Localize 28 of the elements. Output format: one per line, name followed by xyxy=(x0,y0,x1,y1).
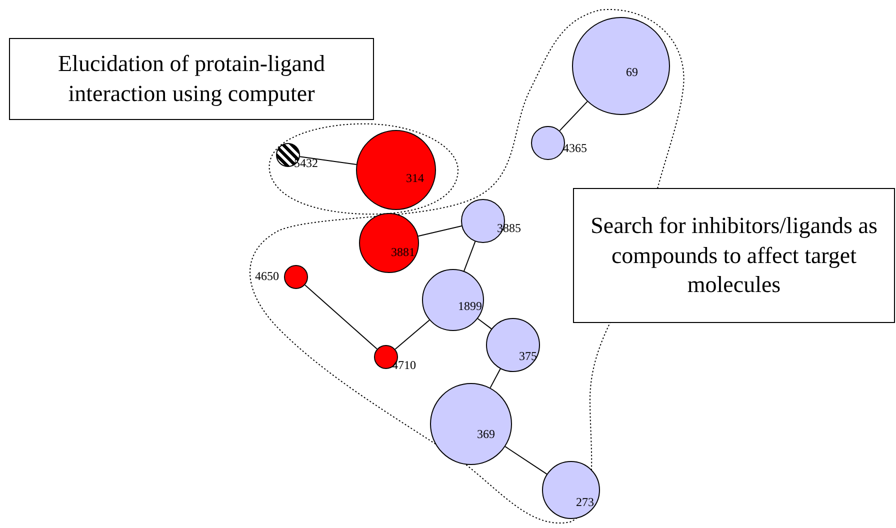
connector-line xyxy=(464,241,476,272)
cluster-number: 3881 xyxy=(391,246,415,258)
cluster-number: 4650 xyxy=(255,270,279,282)
box-text: Search for inhibitors/ligands as compounds to affect target molecules xyxy=(590,212,878,300)
dotted-outline xyxy=(268,123,458,215)
cluster-number: 69 xyxy=(626,66,638,78)
connector-line xyxy=(299,156,357,165)
cluster-number: 4365 xyxy=(563,142,587,154)
cluster-number: 369 xyxy=(477,428,495,440)
connector-line xyxy=(394,320,430,350)
connector-line xyxy=(304,284,378,350)
cluster-number: 1899 xyxy=(458,300,482,312)
connector-line xyxy=(490,368,501,388)
cluster-number: 273 xyxy=(576,496,594,508)
cluster-number: 314 xyxy=(406,172,424,184)
text-box xyxy=(573,188,895,323)
cluster-number: 4710 xyxy=(392,359,416,371)
cluster-circle xyxy=(284,265,308,289)
connector-line xyxy=(504,446,548,475)
connector-line xyxy=(418,226,462,237)
connector-line xyxy=(477,318,492,330)
cluster-circle xyxy=(542,461,600,519)
cluster-number: 375 xyxy=(519,350,537,362)
text-box xyxy=(9,38,374,120)
connector-line xyxy=(559,101,588,132)
box-text: Elucidation of protain-ligand interaction using computer xyxy=(57,50,326,108)
cluster-circle xyxy=(531,126,565,160)
cluster-circle xyxy=(486,318,540,372)
